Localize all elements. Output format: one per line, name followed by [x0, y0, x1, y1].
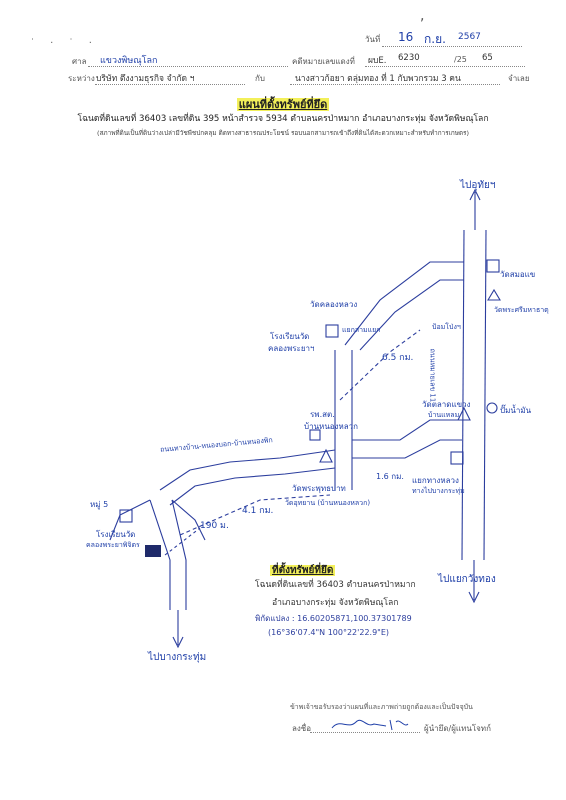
label-dist3: 1.6 กม. — [376, 472, 404, 481]
temple-triangle-3 — [487, 288, 501, 301]
case-sep: /25 — [454, 55, 467, 64]
northwest-road-b — [171, 499, 206, 541]
label-school: โรงเรียนวัด — [270, 332, 310, 341]
east-road-a — [352, 419, 462, 441]
date-day: 16 — [398, 30, 414, 44]
station-icon — [486, 402, 498, 414]
target-district: อำเภอบางกระทุ่ม จังหวัดพิษณุโลก — [272, 598, 399, 608]
page-title-text: แผนที่ตั้งทรัพย์ที่ยึด — [236, 98, 330, 111]
deed-line: โฉนดที่ดินเลขที่ 36403 เลขที่ดิน 395 หน้… — [77, 114, 489, 124]
page-title: แผนที่ตั้งทรัพย์ที่ยึด — [0, 93, 566, 113]
label-station: ปั๊มน้ำมัน — [500, 406, 532, 415]
arrow-to-top — [469, 188, 481, 230]
footer-sign-label: ลงชื่อ — [292, 724, 312, 733]
date-label: วันที่ — [365, 35, 381, 44]
footer-certify: ข้าพเจ้าขอรับรองว่าแผนที่และภาพถ่ายถูกต้… — [290, 703, 473, 711]
right-mid-box — [450, 451, 464, 465]
case-year: 65 — [482, 53, 493, 63]
dashed-route-2 — [179, 494, 331, 536]
west-road-b — [169, 467, 336, 506]
south-road-b — [171, 499, 187, 610]
label-to-bottom-left: ไปบางกระทุ่ม — [148, 652, 207, 663]
label-to-bottom-right: ไปแยกวังทอง — [438, 574, 496, 585]
label-intersection: แยกสามแยก — [342, 326, 381, 334]
temple-box-top — [325, 324, 339, 338]
label-temple-top: วัดคลองหลวง — [310, 300, 358, 309]
court-label: ศาล — [72, 57, 87, 66]
label-right-temple2: บ้านแหลม — [428, 411, 460, 419]
label-mid-temple: วัดพระพุทธบาท — [292, 484, 346, 493]
label-mid-place: วัดอุทยาน (บ้านหนองหลวก) — [285, 499, 371, 507]
target-parcel — [145, 545, 161, 557]
label-temple-left: หมู่ 5 — [90, 500, 109, 509]
target-deed: โฉนดที่ดินเลขที่ 36403 ตำบลนครป่าหมาก — [255, 580, 416, 590]
temple-triangle-2 — [319, 448, 333, 463]
label-to-top: ไปอุทัยฯ — [460, 180, 496, 191]
case-label: คดีหมายเลขแดงที่ — [292, 57, 355, 66]
label-road-vertical: ถนนหมายเลข 11 — [428, 348, 437, 403]
defendant-suffix: จำเลย — [508, 74, 530, 83]
case-prefix: ผบE. — [368, 56, 387, 66]
case-number: 6230 — [398, 53, 420, 63]
school-box — [119, 509, 133, 523]
highway-right-edge — [483, 229, 487, 561]
label-gas: แยกทางหลวง — [412, 476, 459, 485]
with-label: กับ — [255, 74, 265, 83]
label-dist2: 4.1 กม. — [242, 506, 274, 516]
between-label: ระหว่าง — [68, 74, 95, 83]
target-label: ที่ตั้งทรัพย์ที่ยึด — [270, 558, 336, 578]
corner-mark-right: , — [420, 8, 425, 24]
target-label-text: ที่ตั้งทรัพย์ที่ยึด — [270, 565, 336, 576]
court-value: แขวงพิษณุโลก — [100, 56, 158, 66]
market-box — [309, 429, 321, 441]
date-year: 2567 — [458, 32, 481, 42]
dashed-route-3 — [164, 527, 201, 556]
label-right-top3: ป้อมโป่งฯ — [432, 323, 461, 331]
note-line: (สภาพที่ดินเป็นที่ดินว่างเปล่ามีวัชพืชปก… — [97, 129, 469, 137]
target-coords-dms: (16°36'07.4"N 100°22'22.9"E) — [268, 628, 390, 637]
arrow-to-bottom-left — [172, 610, 184, 649]
target-coords: พิกัดแปลง : 16.60205871,100.37301789 — [255, 614, 412, 623]
label-gas2: ทางไปบางกระทุ่ม — [412, 487, 465, 495]
center-south — [334, 470, 353, 490]
label-school-left: โรงเรียนวัด — [96, 530, 136, 539]
upper-road-a — [344, 261, 464, 346]
arrow-to-bottom-right — [468, 560, 480, 604]
label-dist1: 6.5 กม. — [382, 353, 414, 363]
signature — [331, 719, 409, 731]
highway-left-edge — [461, 229, 465, 561]
east-road-b — [352, 439, 462, 459]
label-right-top1: วัดสมอแข — [500, 270, 536, 279]
label-dist4: 190 ม. — [200, 521, 229, 531]
label-school2: คลองพระยาฯ — [268, 344, 315, 353]
plaintiff: บริษัท ตึงงามธุรกิจ จำกัด ฯ — [96, 74, 195, 84]
label-market2: บ้านหนองหลวก — [304, 422, 359, 431]
label-right-temple: วัดตลาดแขวง — [422, 400, 471, 409]
west-road-a — [159, 449, 336, 491]
label-market: รพ.สต. — [310, 410, 335, 419]
dashed-route-1 — [339, 329, 421, 401]
south-road-a — [149, 499, 171, 610]
temple-triangle — [457, 406, 471, 421]
date-month: ก.ย. — [424, 32, 446, 46]
top-right-box — [486, 259, 500, 273]
corner-marks: ˙ · ˙ · — [30, 38, 98, 49]
label-school-left2: คลองพระยาพิจิตร — [86, 541, 140, 549]
label-right-top2: วัดพระศรีมหาธาตุ — [494, 306, 549, 314]
footer-role: ผู้นำยึด/ผู้แทนโจทก์ — [424, 724, 491, 733]
defendant: นางสาวก้อยา ตลุ่มทอง ที่ 1 กับพวกรวม 3 ค… — [295, 74, 461, 84]
upper-road-b — [359, 279, 464, 351]
